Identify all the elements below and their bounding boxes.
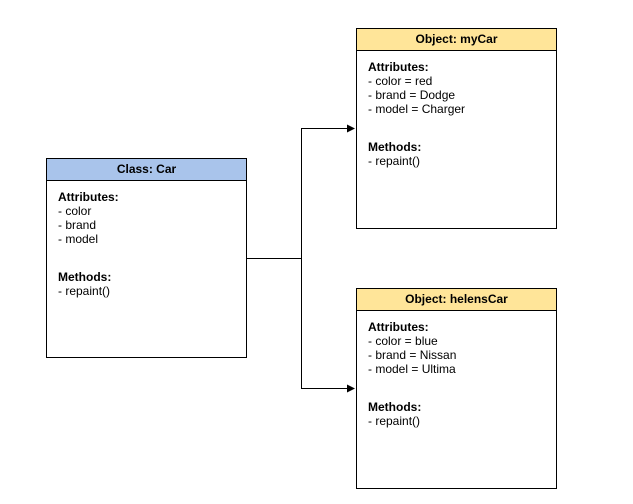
object-mycar-box[interactable]: Object: myCar Attributes: - color = red …: [356, 28, 557, 229]
object-mycar-header: Object: myCar: [357, 29, 556, 51]
methods-heading: Methods:: [368, 400, 422, 414]
attribute-item: - model = Ultima: [368, 362, 456, 376]
connector-to-helenscar: [301, 258, 355, 393]
class-car-body: Attributes: - color - brand - model Meth…: [47, 181, 246, 298]
object-helenscar-title: Object: helensCar: [405, 292, 508, 306]
attributes-heading: Attributes:: [368, 320, 429, 334]
object-mycar-body: Attributes: - color = red - brand = Dodg…: [357, 51, 556, 168]
class-car-title: Class: Car: [116, 162, 177, 176]
object-mycar-title: Object: myCar: [415, 32, 498, 46]
connector-to-mycar: [246, 124, 355, 259]
attribute-item: - color: [58, 204, 92, 218]
attribute-item: - brand = Nissan: [368, 348, 457, 362]
object-helenscar-box[interactable]: Object: helensCar Attributes: - color = …: [356, 288, 557, 489]
attribute-item: - model: [58, 232, 99, 246]
attribute-item: - brand = Dodge: [368, 88, 456, 102]
class-car-box[interactable]: Class: Car Attributes: - color - brand -…: [46, 158, 247, 358]
attribute-item: - model = Charger: [368, 102, 466, 116]
methods-heading: Methods:: [58, 270, 112, 284]
object-helenscar-body: Attributes: - color = blue - brand = Nis…: [357, 311, 556, 428]
attributes-heading: Attributes:: [368, 60, 429, 74]
method-item: - repaint(): [368, 154, 421, 168]
methods-heading: Methods:: [368, 140, 422, 154]
attribute-item: - color = red: [368, 74, 433, 88]
object-helenscar-header: Object: helensCar: [357, 289, 556, 311]
attributes-heading: Attributes:: [58, 190, 119, 204]
attribute-item: - color = blue: [368, 334, 438, 348]
method-item: - repaint(): [58, 284, 111, 298]
attribute-item: - brand: [58, 218, 97, 232]
class-car-header: Class: Car: [47, 159, 246, 181]
method-item: - repaint(): [368, 414, 421, 428]
